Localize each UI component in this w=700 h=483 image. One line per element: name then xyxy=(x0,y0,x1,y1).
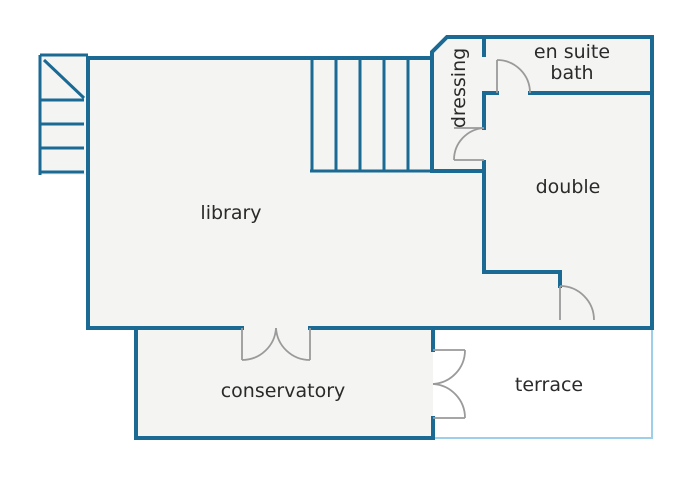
dressing-label: dressing xyxy=(448,48,470,128)
library-floor xyxy=(88,58,560,328)
left-staircase xyxy=(38,53,88,175)
en-suite-label-line1: en suite xyxy=(534,41,610,63)
doors xyxy=(241,59,595,419)
main-staircase xyxy=(310,58,432,173)
double-label: double xyxy=(536,176,601,198)
en-suite-floor xyxy=(484,37,652,93)
library-label: library xyxy=(200,202,261,224)
conservatory-label: conservatory xyxy=(221,380,346,402)
terrace-label: terrace xyxy=(515,374,583,396)
conservatory-floor xyxy=(136,328,433,438)
left-stair-floor xyxy=(40,55,88,175)
en-suite-label-line2: bath xyxy=(550,62,593,84)
terrace-edge xyxy=(433,328,653,439)
floor-areas xyxy=(40,37,652,438)
dressing-floor xyxy=(432,37,484,171)
double-floor xyxy=(484,93,652,328)
walls xyxy=(86,35,654,440)
